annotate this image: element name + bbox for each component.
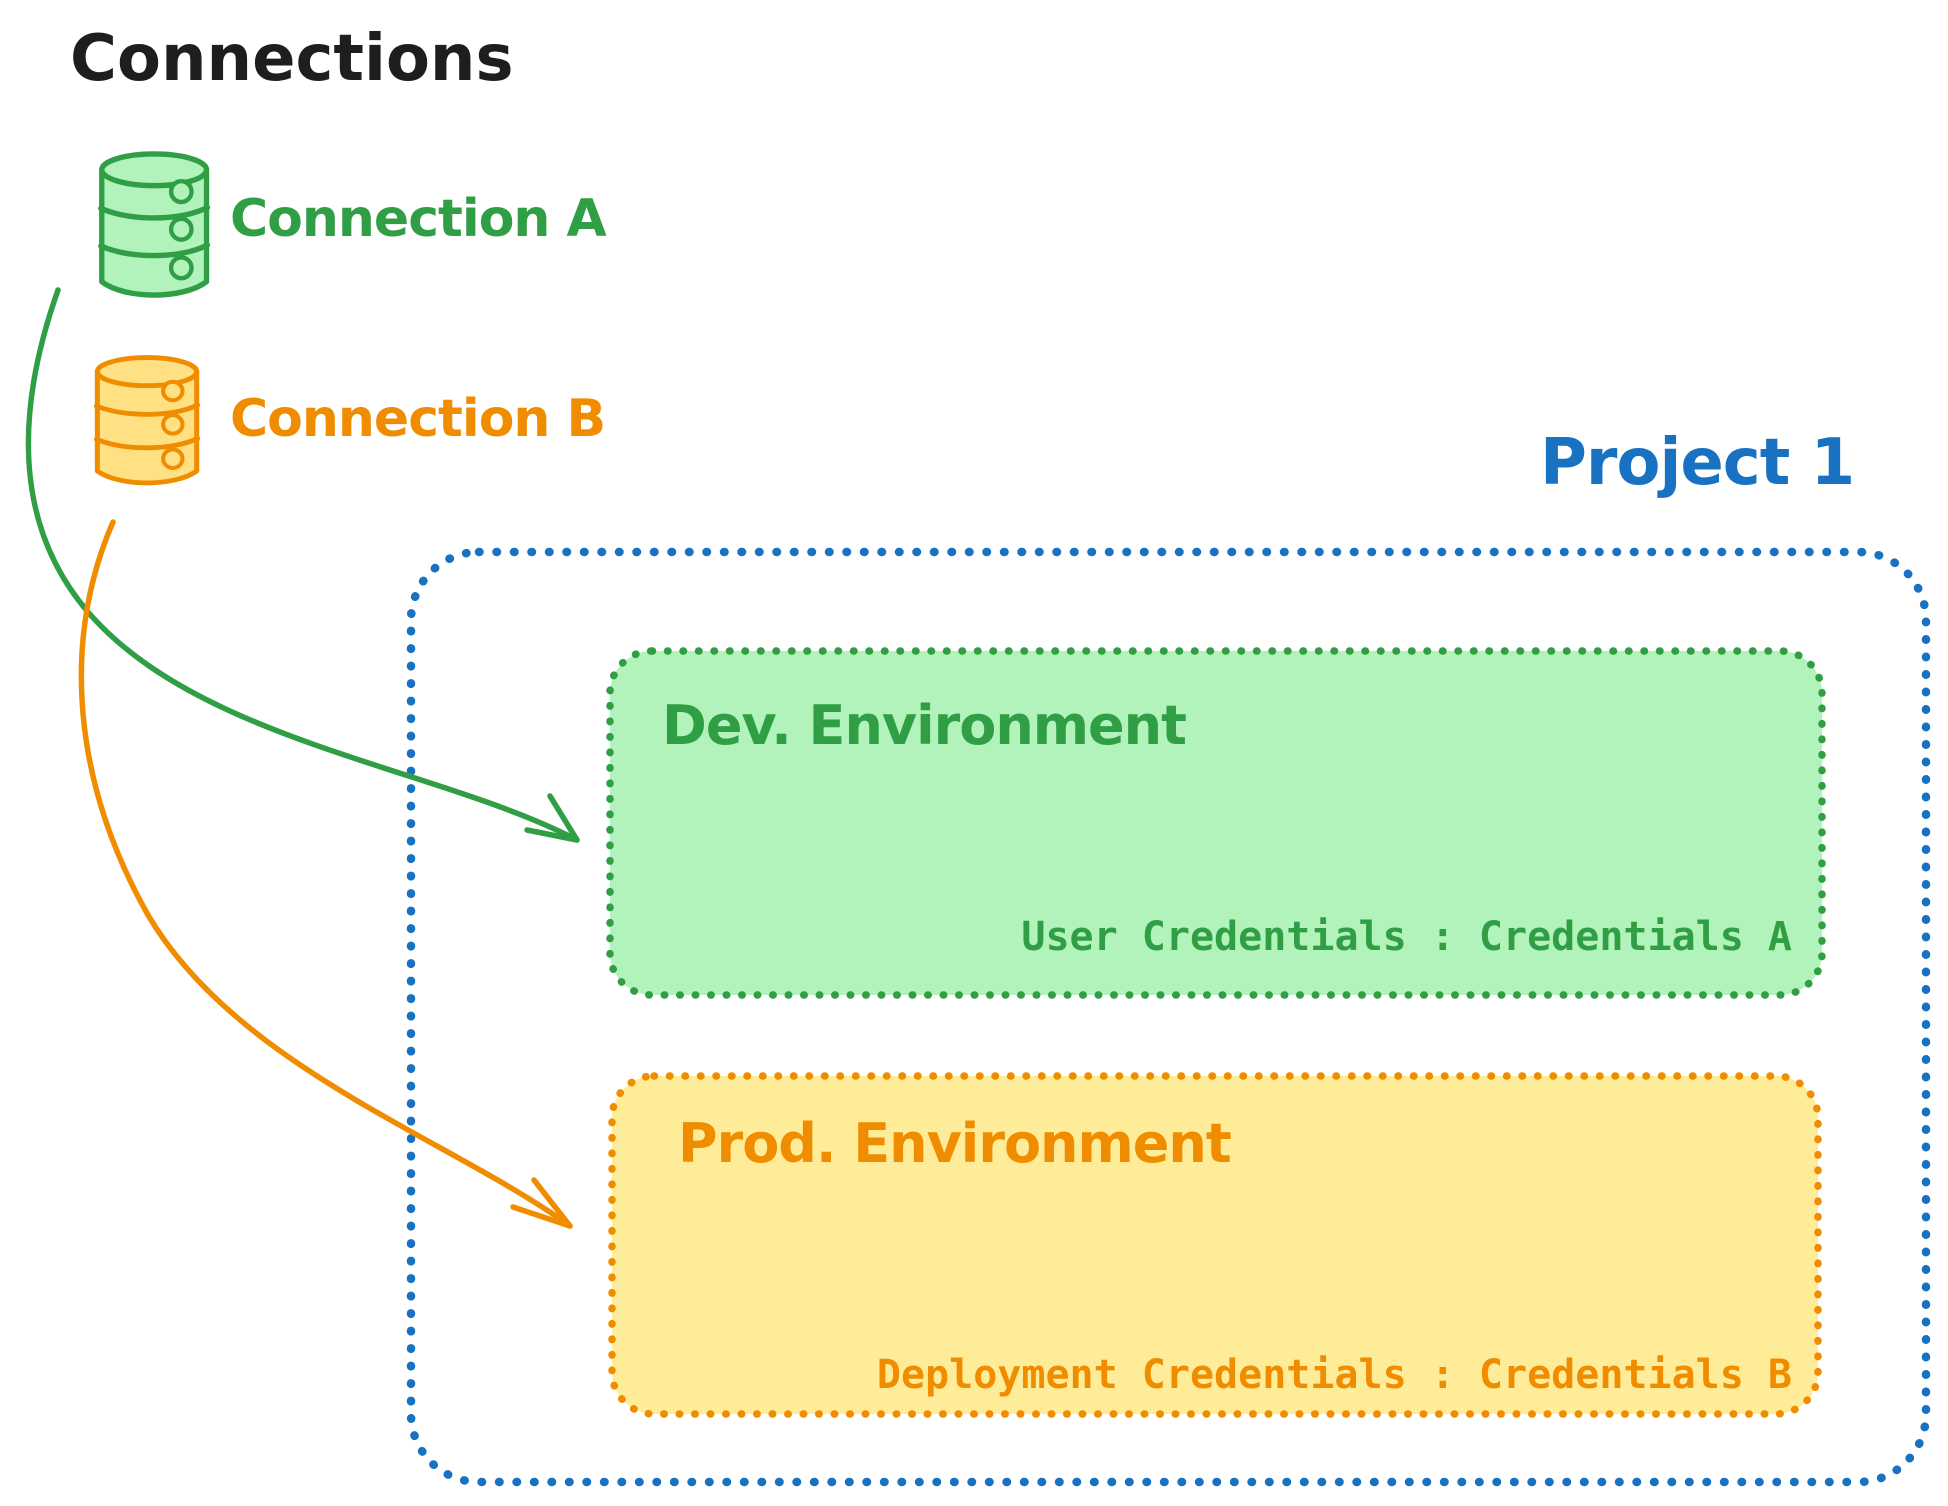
connection-a-arrow <box>25 287 580 843</box>
project-title: Project 1 <box>1540 426 1855 500</box>
database-icon-connection-a <box>98 151 211 298</box>
dev-environment-title: Dev. Environment <box>662 694 1187 757</box>
diagram-title: Connections <box>70 22 514 96</box>
database-icon-connection-b <box>93 355 201 486</box>
prod-environment-title: Prod. Environment <box>678 1112 1232 1175</box>
connection-a-label: Connection A <box>230 189 607 249</box>
project-frame <box>406 547 1931 1487</box>
prod-environment-box <box>608 1072 1822 1418</box>
dev-environment-box <box>606 647 1826 999</box>
connection-b-arrow <box>78 519 573 1229</box>
dev-credentials-text: User Credentials : Credentials A <box>1021 914 1792 960</box>
prod-credentials-text: Deployment Credentials : Credentials B <box>876 1352 1792 1398</box>
connection-b-label: Connection B <box>230 389 606 449</box>
